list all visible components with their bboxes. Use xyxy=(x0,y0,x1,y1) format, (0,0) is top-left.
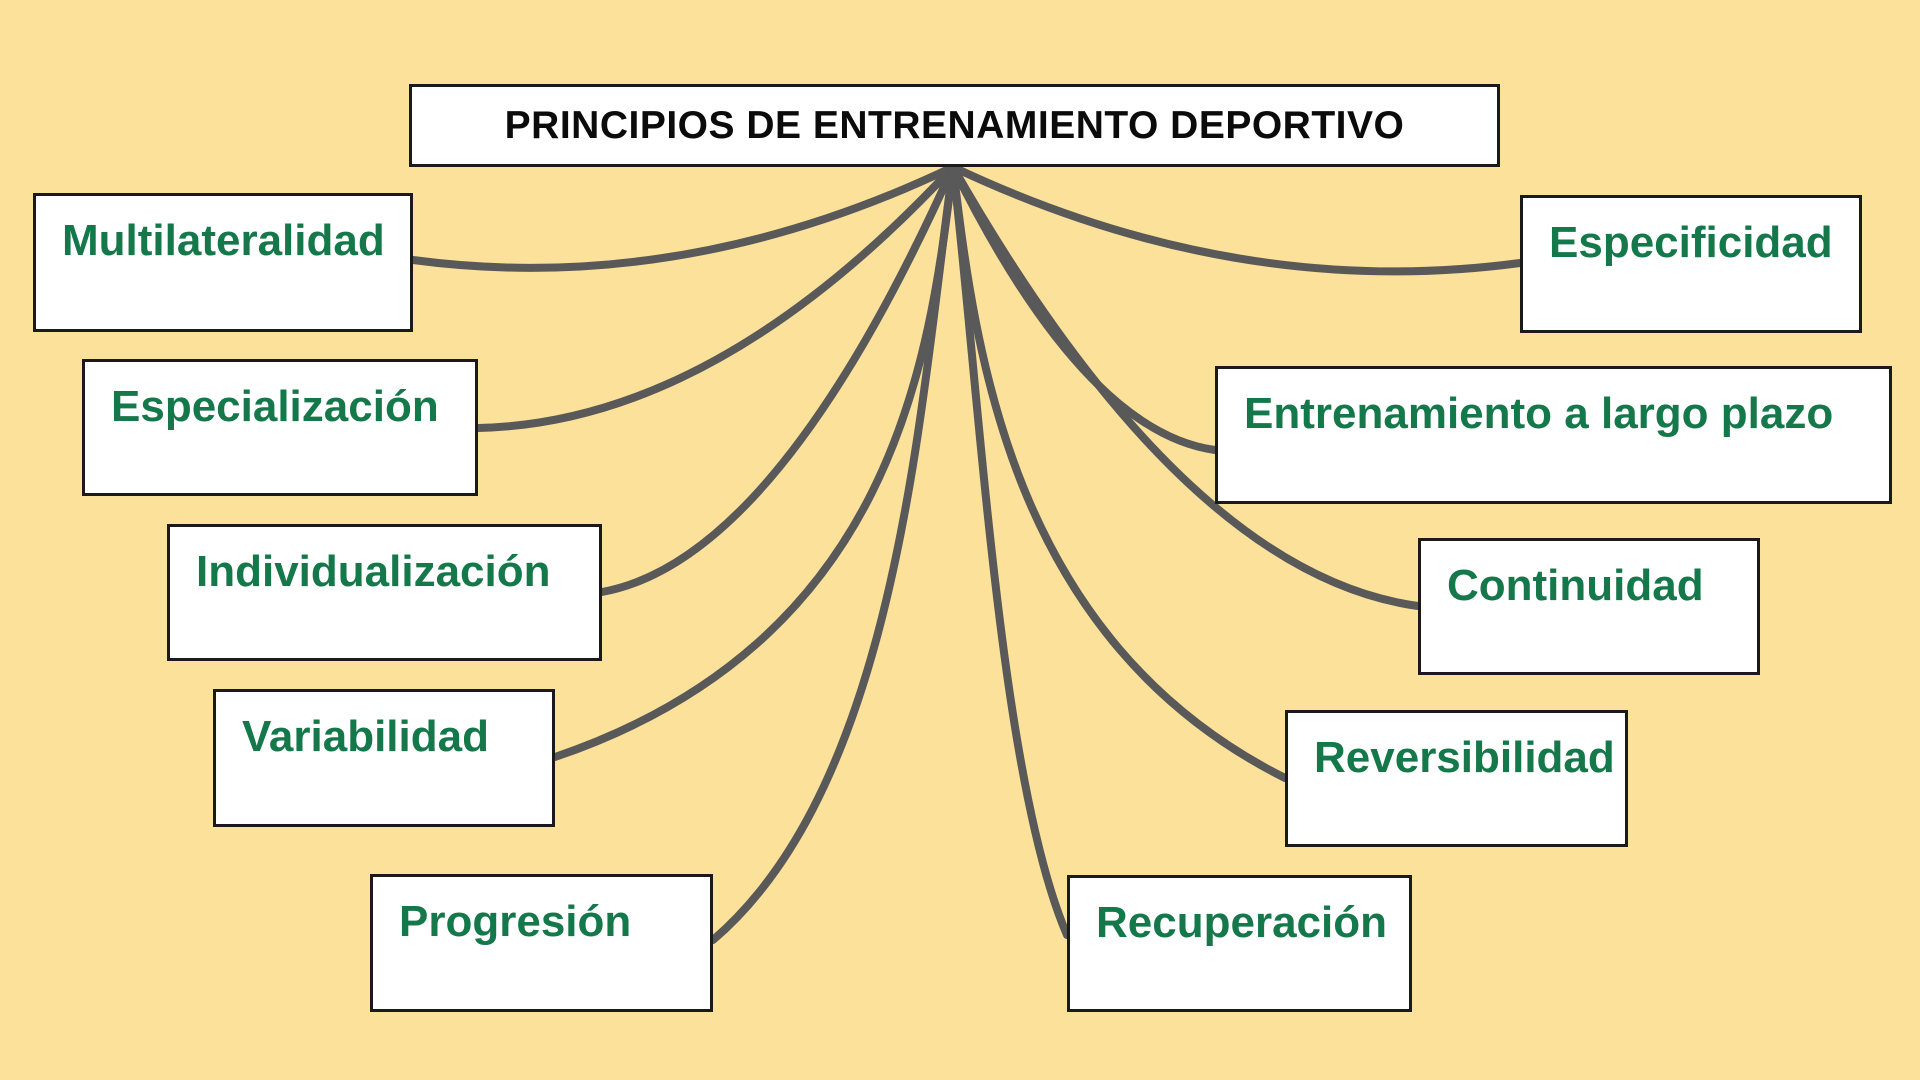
node-label: Continuidad xyxy=(1447,561,1704,610)
node-label: Individualización xyxy=(196,547,551,596)
node-especializacion: Especialización xyxy=(82,359,478,496)
connector-recuperacion xyxy=(949,163,1071,939)
node-label: Especificidad xyxy=(1549,218,1833,267)
connector-progresion xyxy=(709,163,957,944)
connector-especializacion xyxy=(474,163,957,432)
node-recuperacion: Recuperación xyxy=(1067,875,1412,1012)
node-variabilidad: Variabilidad xyxy=(213,689,555,827)
connector-entrenamiento-largo-plazo xyxy=(949,163,1219,454)
node-reversibilidad: Reversibilidad xyxy=(1285,710,1628,847)
node-entrenamiento-largo-plazo: Entrenamiento a largo plazo xyxy=(1215,366,1892,504)
node-label: Recuperación xyxy=(1096,898,1387,947)
connector-variabilidad xyxy=(551,163,957,761)
node-label: Especialización xyxy=(111,382,439,431)
connector-multilateralidad xyxy=(409,163,957,272)
node-label: Entrenamiento a largo plazo xyxy=(1244,389,1834,438)
title-label: PRINCIPIOS DE ENTRENAMIENTO DEPORTIVO xyxy=(504,103,1405,147)
node-multilateralidad: Multilateralidad xyxy=(33,193,413,332)
node-individualizacion: Individualización xyxy=(167,524,602,661)
node-progresion: Progresión xyxy=(370,874,713,1012)
node-label: Reversibilidad xyxy=(1314,733,1615,782)
node-continuidad: Continuidad xyxy=(1418,538,1760,675)
title-node: PRINCIPIOS DE ENTRENAMIENTO DEPORTIVO xyxy=(409,84,1500,167)
connector-especificidad xyxy=(949,163,1524,276)
connector-individualizacion xyxy=(598,163,957,596)
node-label: Progresión xyxy=(399,897,632,946)
node-especificidad: Especificidad xyxy=(1520,195,1862,333)
node-label: Multilateralidad xyxy=(62,216,385,265)
node-label: Variabilidad xyxy=(242,712,489,761)
